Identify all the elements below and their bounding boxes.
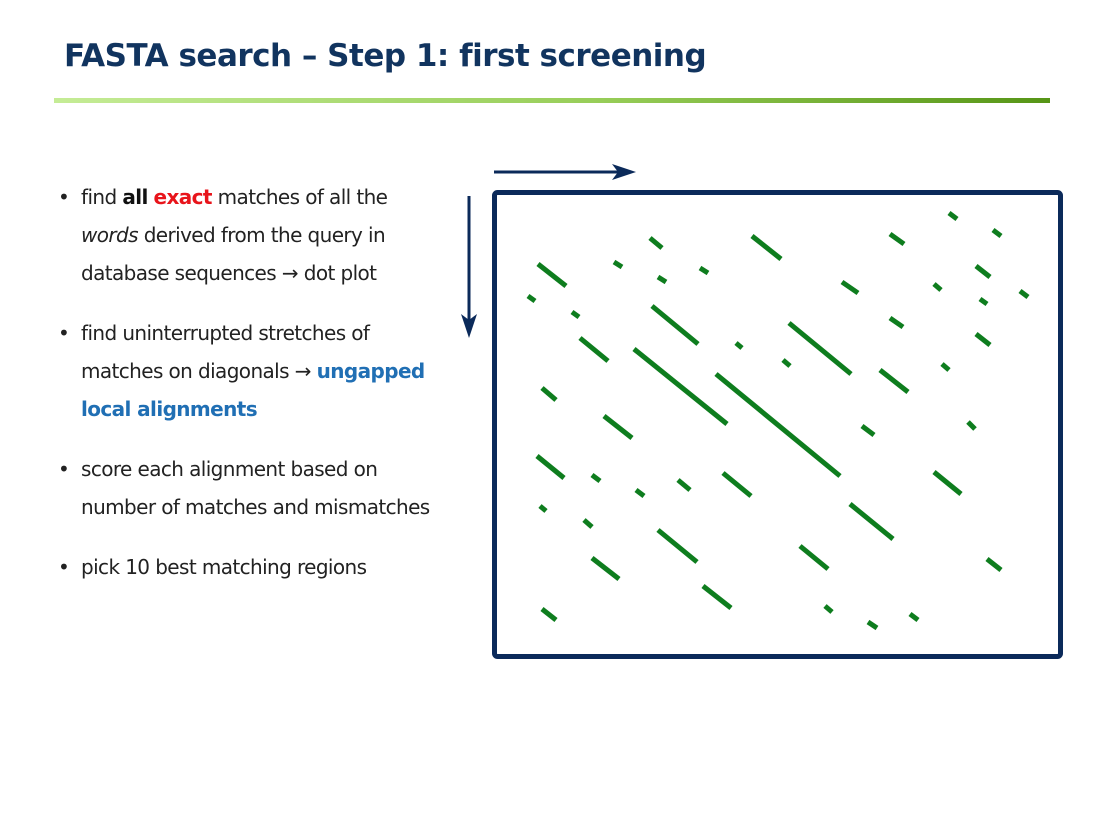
diagonal-match-segment [714,372,842,478]
bullet-text-segment: words [81,223,139,247]
diagonal-match-segment [676,478,692,492]
diagonal-match-segment [860,424,876,437]
diagonal-match-segment [701,584,733,610]
arrow-down-icon [461,314,477,338]
diagonal-matches [526,211,1030,631]
diagonal-match-segment [526,293,537,304]
arrow-right-icon [612,164,636,180]
diagonal-match-segment [632,347,729,426]
diagonal-match-segment [650,304,700,346]
diagonal-match-segment [888,231,906,247]
diagonal-match-segment [570,309,581,320]
diagonal-match-segment [932,282,943,292]
diagonal-match-segment [734,341,744,350]
bullet-text-segment: all [122,185,148,209]
diagonal-match-segment [535,454,566,480]
diagonal-match-segment [750,234,783,261]
diagonal-match-segment [787,321,853,376]
diagonal-match-segment [721,471,753,498]
title-underline [54,98,1050,103]
diagonal-match-segment [848,502,895,541]
diagonal-match-segment [590,556,621,581]
diagonal-match-segment [612,259,624,270]
bullet-dot-icon: • [58,457,70,481]
diagonal-match-segment [823,604,834,614]
bullet-text-segment: exact [153,185,213,209]
diagonal-match-segment [536,262,568,288]
diagonal-match-segment [648,236,664,250]
diagonal-match-segment [781,358,792,368]
diagonal-match-segment [940,362,951,372]
diagonal-match-segment [578,336,610,363]
diagonal-match-segment [698,265,710,276]
bullet-text-segment: find [81,185,123,209]
diagonal-match-segment [634,488,646,498]
diagonal-match-segment [656,274,668,285]
diagonal-match-segment [908,612,920,622]
bullet-text-segment: ungapped local alignments [81,359,425,421]
diagonal-match-segment [656,528,699,564]
diagonal-match-segment [798,544,830,571]
diagonal-match-segment [985,557,1003,572]
diagonal-match-segment [540,607,558,622]
bullet-dot-icon: • [58,555,70,579]
diagonal-match-segment [947,211,959,221]
bullet-item: • find uninterrupted stretches of matches… [58,314,433,428]
diagonal-match-segment [866,619,879,631]
diagonal-match-segment [978,296,989,307]
axis-arrows [461,164,636,338]
diagonal-match-segment [878,368,910,394]
bullet-item: • score each alignment based on number of… [58,450,433,526]
bullet-text-segment: matches of all the [211,185,388,209]
bullet-text-segment: derived from the query in database seque… [81,223,386,285]
diagonal-match-segment [590,473,602,483]
slide-title: FASTA search – Step 1: first screening [64,38,707,74]
bullet-dot-icon: • [58,321,70,345]
diagonal-match-segment [1018,289,1030,299]
diagonal-match-segment [991,228,1003,238]
diagonal-match-segment [974,264,992,279]
diagonal-match-segment [966,420,977,431]
bullet-dot-icon: • [58,185,70,209]
diagonal-match-segment [974,332,992,347]
diagonal-match-segment [582,518,594,529]
bullet-item: • pick 10 best matching regions [58,548,433,586]
bullet-item: • find all exact matches of all the words… [58,178,433,292]
bullet-list: • find all exact matches of all the words… [58,178,433,608]
bullet-text-segment: score each alignment based on number of … [81,457,430,519]
diagonal-match-segment [538,504,548,513]
diagonal-match-segment [540,386,558,402]
diagonal-match-segment [888,315,905,330]
bullet-text-segment: find uninterrupted stretches of matches … [81,321,370,383]
dot-plot-frame [492,190,1063,659]
bullet-text-segment: pick 10 best matching regions [81,555,367,579]
diagonal-match-segment [932,470,963,496]
diagonal-match-segment [840,279,860,296]
diagonal-match-segment [602,414,634,440]
